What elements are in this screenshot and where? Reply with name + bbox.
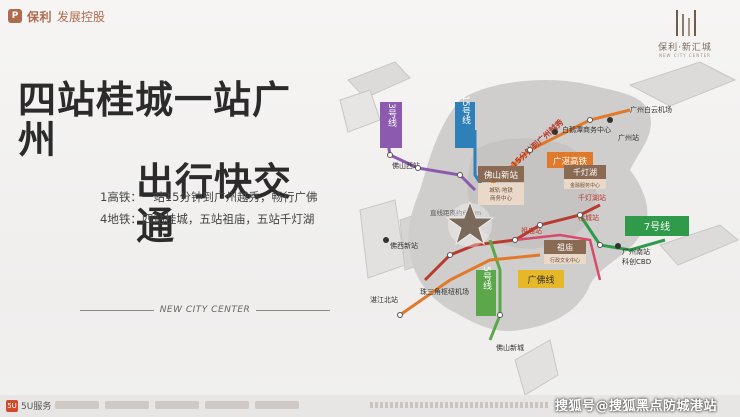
station-dots (387, 117, 603, 318)
station-box-foshan-xinzhan: 佛山新站 城轨·地铁 商务中心 (478, 166, 524, 205)
station-dot (527, 147, 533, 153)
footer-fine-print (370, 402, 550, 408)
footer: 5U 5U服务 (0, 395, 740, 417)
footer-service-badges (55, 401, 299, 409)
station-guicheng: 桂城站 (578, 213, 599, 222)
caption-text: NEW CITY CENTER (159, 305, 251, 315)
watermark: 搜狐号@搜狐黑点防城港站 (555, 399, 718, 414)
building-block (514, 339, 559, 396)
subcopy: 1高铁：一站15分钟到广州越秀，畅行广佛 4地铁：四站桂城，五站祖庙，五站千灯湖 (100, 186, 350, 230)
subcopy-line-2: 4地铁：四站桂城，五站祖庙，五站千灯湖 (100, 212, 315, 226)
pin-icon (615, 243, 621, 249)
brand-name: 保利 (27, 9, 53, 24)
station-dot (577, 212, 583, 218)
station-dot (415, 165, 421, 171)
service-badge (55, 401, 99, 409)
subcopy-line-1: 1高铁：一站15分钟到广州越秀，畅行广佛 (100, 190, 318, 204)
service-badge (105, 401, 149, 409)
station-zumiao-st: 祖庙站 (521, 226, 542, 235)
line-3-label: 3号线 (386, 103, 397, 127)
station-guangzhou: 广州站 (618, 133, 639, 142)
headline-line-2: 出行快交通 (136, 160, 293, 248)
building-block (659, 224, 739, 266)
footer-logo-text: 5U服务 (21, 402, 52, 412)
project-emblem-icon (676, 10, 696, 36)
station-zhanjiang-north: 湛江北站 (370, 295, 398, 304)
station-box-zumiao: 祖庙 行政文化中心 (544, 240, 586, 264)
gz-hsr-label: 广湛高铁 (553, 156, 588, 167)
station-qiandenghu-sub: 金融服务中心 (570, 182, 600, 189)
station-dot (497, 312, 503, 318)
station-qiandenghu: 千灯湖 (573, 167, 597, 177)
pin-icon (552, 129, 558, 135)
caption-rule-left (80, 309, 154, 311)
station-baiyun-cbd: 白鹅潭商务中心 (562, 125, 611, 134)
station-box-qiandenghu: 千灯湖 金融服务中心 (564, 165, 606, 189)
brand-mark-icon: P (8, 9, 22, 23)
line-5-tag: 5号线 (476, 266, 496, 316)
project-star (445, 200, 495, 247)
station-sanshui: 佛西新站 (390, 241, 418, 250)
station-dot (537, 222, 543, 228)
project-star-icon (445, 200, 495, 246)
line-orange-lower (399, 253, 541, 317)
station-dot (512, 237, 518, 243)
service-badge (155, 401, 199, 409)
pin-icon (383, 237, 389, 243)
project-name: 保利·新汇城 (658, 43, 712, 53)
station-gz-south: 广州南站 (622, 247, 650, 256)
line-5-label: 5号线 (481, 266, 492, 290)
footer-logo: 5U 5U服务 (6, 399, 51, 412)
station-zumiao-sub: 行政文化中心 (550, 257, 580, 264)
building-block (347, 61, 411, 99)
station-baiyun-airport: 广州白云机场 (630, 105, 672, 114)
line-7-path (578, 214, 666, 252)
line-5-path (488, 239, 502, 341)
station-dot (587, 117, 593, 123)
guangfo-line-tag: 广佛线 (518, 270, 564, 288)
station-dot (447, 252, 453, 258)
station-dot (387, 152, 393, 158)
top-bar: P 保利 发展控股 (0, 0, 740, 30)
line-15-label: 15号线 (460, 95, 471, 124)
headline: 四站桂城一站广州 出行快交通 (18, 80, 328, 248)
line-7-label: 7号线 (644, 220, 670, 233)
foshan-xinzhan-sub1: 城轨·地铁 (489, 186, 513, 194)
footer-logo-icon: 5U (6, 399, 18, 412)
building-block (359, 199, 406, 279)
service-badge (205, 401, 249, 409)
transit-map: 3号线 15号线 7号线 5号线 广佛线 广湛高铁 15分钟到广州越秀 佛山新站 (339, 61, 739, 396)
station-zumiao: 祖庙 (557, 242, 573, 252)
building-block (339, 89, 381, 133)
brand-suffix: 发展控股 (57, 9, 106, 24)
distance-label: 直线距离约650m (430, 208, 481, 217)
caption-row: NEW CITY CENTER (80, 303, 330, 317)
gz-hsr-tag: 广湛高铁 (547, 152, 593, 168)
line-15-tag: 15号线 (455, 95, 475, 148)
line-7-tag: 7号线 (625, 216, 689, 236)
building-block (628, 61, 737, 107)
line-2-path (514, 233, 602, 281)
headline-line-1: 四站桂城一站广州 (18, 78, 292, 162)
guangfo-line-label: 广佛线 (527, 274, 554, 286)
station-foshan-west: 佛山西站 (392, 161, 420, 170)
caption-rule-right (256, 309, 330, 311)
map-pins (383, 117, 621, 249)
developer-logo: P 保利 发展控股 (8, 8, 105, 24)
station-qiandenghu-st: 千灯湖站 (578, 193, 606, 202)
project-logo: 保利·新汇城 NEW CITY CENTER (650, 8, 720, 72)
pin-icon (607, 117, 613, 123)
service-badge (255, 401, 299, 409)
station-gz-south-cbd: 科创CBD (622, 257, 651, 266)
station-foshan-xinzhan: 佛山新站 (484, 170, 519, 181)
project-name-en: NEW CITY CENTER (659, 53, 711, 58)
station-dot (597, 242, 603, 248)
station-foshan-xincheng: 佛山新城 (496, 343, 524, 352)
station-dot (397, 312, 403, 318)
station-zhusanjiao: 珠三角枢纽机场 (420, 287, 469, 296)
foshan-xinzhan-sub2: 商务中心 (490, 194, 513, 202)
station-dot (457, 172, 463, 178)
line-3-tag: 3号线 (380, 102, 402, 148)
